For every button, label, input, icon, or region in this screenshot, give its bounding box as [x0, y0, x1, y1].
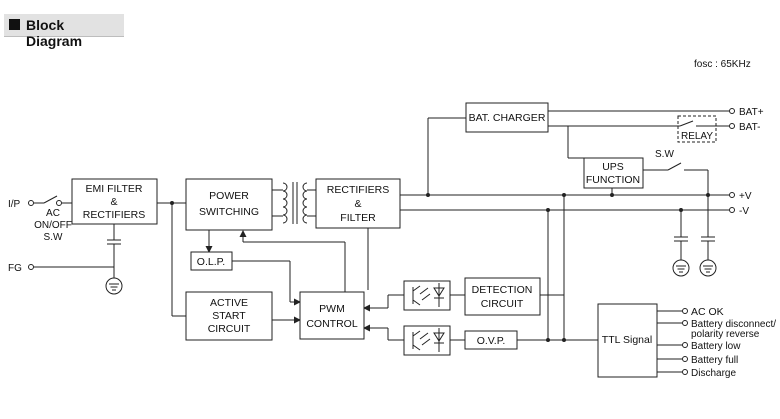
svg-text:&: &	[354, 198, 361, 210]
sw-label: S.W	[655, 149, 674, 160]
svg-text:RECTIFIERS: RECTIFIERS	[83, 209, 145, 221]
svg-text:BAT. CHARGER: BAT. CHARGER	[469, 112, 546, 124]
ttl-output-discharge: Discharge	[691, 368, 736, 379]
relay-label: RELAY	[681, 131, 713, 142]
svg-text:UPS: UPS	[602, 161, 624, 173]
svg-text:PWM: PWM	[319, 303, 345, 315]
ttl-output-ac-ok: AC OK	[691, 306, 724, 318]
ac-switch-label: S.W	[44, 232, 63, 243]
svg-text:POWER: POWER	[209, 190, 249, 202]
ttl-output-battery-low: Battery low	[691, 341, 741, 352]
bat-charger-block: BAT. CHARGER	[465, 102, 549, 133]
ip-label: I/P	[8, 199, 21, 210]
power-switching-block: POWER SWITCHING	[185, 178, 273, 231]
v-minus-label: -V	[739, 206, 749, 217]
olp-block: O.L.P.	[190, 251, 233, 271]
svg-text:START: START	[212, 310, 246, 322]
ttl-output-polarity-reverse: polarity reverse	[691, 329, 760, 340]
section-header: Block Diagram	[4, 14, 124, 49]
svg-text:O.L.P.: O.L.P.	[197, 256, 225, 268]
pwm-control-block: PWM CONTROL	[299, 291, 365, 340]
ovp-block: O.V.P.	[464, 330, 518, 350]
wires	[28, 108, 735, 375]
square-bullet-icon	[9, 19, 20, 30]
svg-text:CONTROL: CONTROL	[306, 318, 357, 330]
ttl-signal-block: TTL Signal	[597, 303, 658, 378]
svg-text:TTL Signal: TTL Signal	[602, 334, 652, 346]
fosc-label: fosc : 65KHz	[694, 59, 751, 70]
emi-filter-block: EMI FILTER & RECTIFIERS	[71, 178, 158, 225]
ac-switch-label: AC	[46, 208, 60, 219]
svg-text:FILTER: FILTER	[340, 212, 376, 224]
rectifiers-filter-block: RECTIFIERS & FILTER	[315, 178, 401, 229]
ups-function-block: UPS FUNCTION	[583, 157, 644, 189]
optocoupler-top	[403, 280, 451, 311]
svg-text:SWITCHING: SWITCHING	[199, 206, 259, 218]
active-start-block: ACTIVE START CIRCUIT	[185, 291, 273, 341]
svg-text:FUNCTION: FUNCTION	[586, 174, 640, 186]
bat-minus-label: BAT-	[739, 122, 760, 133]
svg-text:ACTIVE: ACTIVE	[210, 297, 248, 309]
svg-text:O.V.P.: O.V.P.	[477, 335, 506, 347]
optocoupler-bottom	[403, 325, 451, 356]
fg-label: FG	[8, 263, 22, 274]
ac-switch-label: ON/OFF	[34, 220, 72, 231]
svg-text:EMI FILTER: EMI FILTER	[86, 183, 143, 195]
ttl-output-battery-disconnect: Battery disconnect/	[691, 319, 776, 330]
v-plus-label: +V	[739, 191, 752, 202]
section-title: Block Diagram	[26, 17, 83, 49]
ttl-output-battery-full: Battery full	[691, 355, 738, 366]
svg-text:RECTIFIERS: RECTIFIERS	[327, 184, 389, 196]
svg-text:DETECTION: DETECTION	[472, 284, 533, 296]
svg-text:CIRCUIT: CIRCUIT	[481, 298, 524, 310]
detection-circuit-block: DETECTION CIRCUIT	[464, 277, 541, 316]
svg-text:&: &	[110, 196, 117, 208]
bat-plus-label: BAT+	[739, 107, 764, 118]
svg-text:CIRCUIT: CIRCUIT	[208, 323, 251, 335]
